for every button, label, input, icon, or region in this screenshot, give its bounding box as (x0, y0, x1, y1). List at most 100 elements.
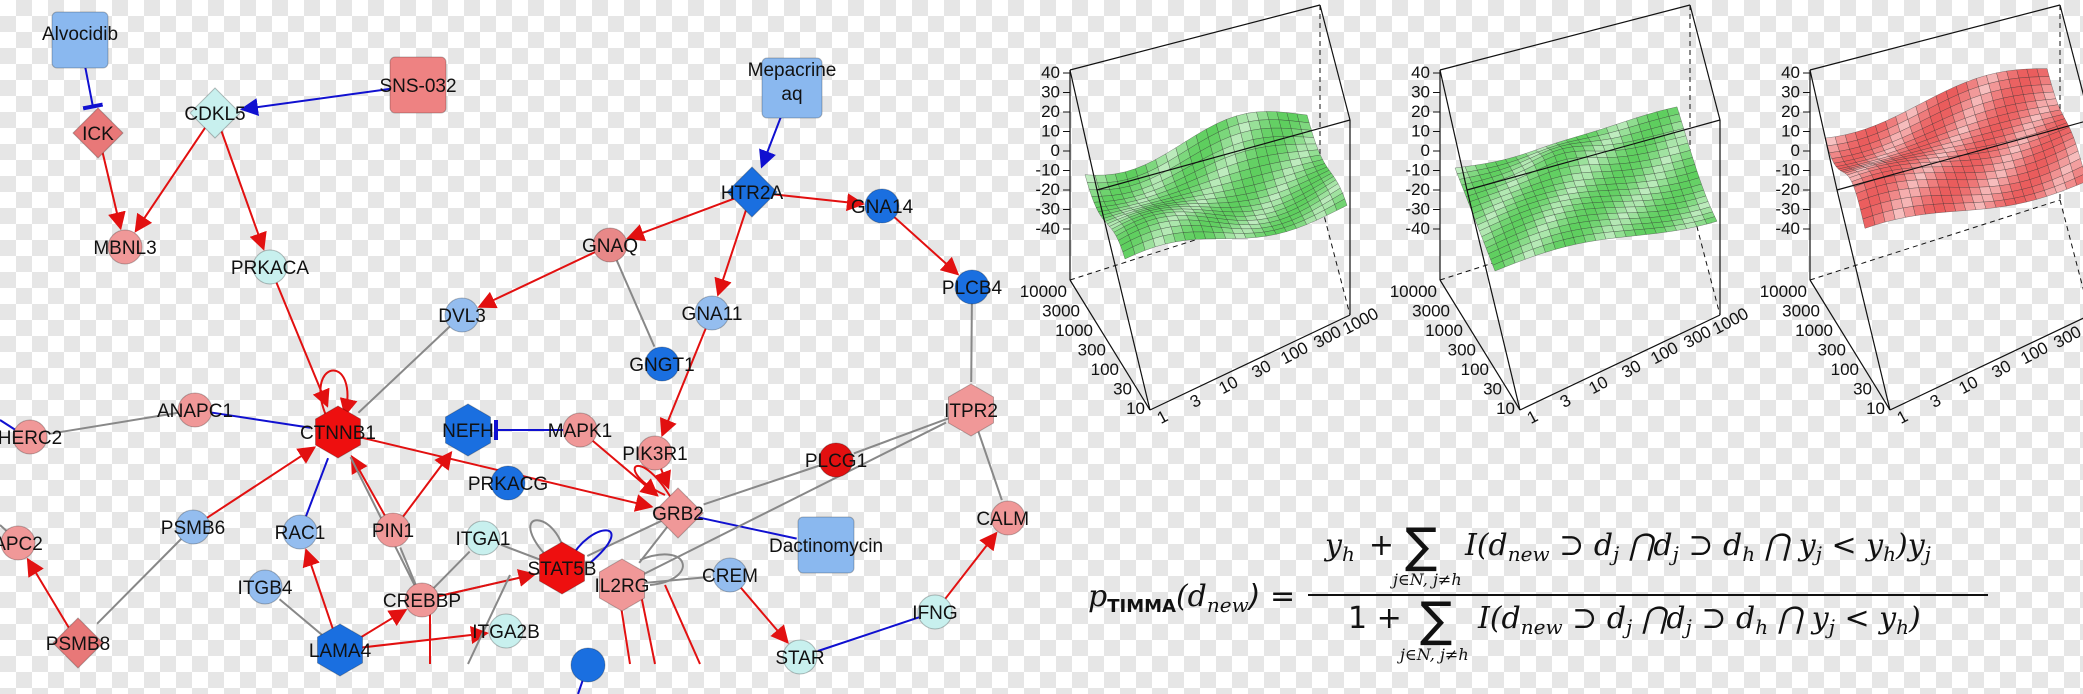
svg-text:∑: ∑ (1420, 592, 1452, 648)
node-itga2b[interactable]: ITGA2B (472, 613, 540, 649)
node-htr2a[interactable]: HTR2A (721, 166, 784, 218)
formula-denominator: 1 + ∑ j∈N, j≠h I(dnew ⊃ dj ⋂dj ⊃ dh ⋂ yj… (1348, 592, 1921, 664)
node-il2rg[interactable]: IL2RG (595, 558, 650, 612)
surface-cell (1204, 213, 1218, 219)
surface-cell (1564, 151, 1578, 160)
surface-cell (1521, 160, 1535, 171)
surface-cell (2052, 114, 2066, 123)
surface-cell (1921, 166, 1935, 174)
surface-cell (1149, 173, 1163, 186)
surface-cell (1535, 192, 1549, 202)
surface-cell (1327, 183, 1341, 195)
node-calm3[interactable]: CALM3 (976, 500, 1030, 536)
surface-cell (1141, 212, 1155, 219)
surface-cell (1230, 206, 1244, 213)
x-tick-label: 3 (1187, 391, 1204, 412)
surface-cell (1219, 174, 1233, 186)
node-ctnnb1[interactable]: CTNNB1 (300, 405, 376, 459)
node-plcg1[interactable]: PLCG1 (805, 442, 867, 478)
surface-cell (1294, 169, 1308, 180)
surface-cell (1880, 200, 1894, 213)
surface-cell (1190, 150, 1203, 166)
node-itga1[interactable]: ITGA1 (456, 520, 511, 556)
surface-cell (1196, 215, 1210, 222)
x-tick-label: 1 (1894, 407, 1911, 428)
node-stat5b[interactable]: STAT5B (528, 541, 597, 595)
surface-cell (1302, 161, 1316, 171)
z-tick-label: -10 (1405, 161, 1430, 180)
node-mbnl3[interactable]: MBNL3 (93, 229, 157, 265)
surface-cell (2020, 147, 2034, 159)
node-ifng[interactable]: IFNG (912, 594, 958, 630)
surface-cell (1296, 113, 1310, 124)
node-star[interactable]: STAR (775, 639, 825, 675)
node-shape-htr2a (726, 166, 778, 218)
node-mapk1[interactable]: MAPK1 (548, 412, 612, 448)
surface-plot-2: 403020100-10-20-30-401000030001000300100… (1390, 4, 1752, 428)
surface-cell (1571, 172, 1585, 182)
node-plcb4[interactable]: PLCB4 (942, 269, 1003, 305)
node-itpr2[interactable]: ITPR2 (944, 383, 998, 437)
node-gna14[interactable]: GNA14 (851, 188, 914, 224)
surface-cell (1548, 168, 1562, 180)
node-ick[interactable]: ICK (72, 107, 124, 159)
surface-cell (1468, 198, 1481, 209)
surface-cell (2001, 126, 2015, 136)
surface-cell (2016, 68, 2030, 79)
surface-cell (1148, 222, 1162, 233)
node-alvocidib[interactable]: Alvocidib (42, 11, 118, 69)
surface-cell (1976, 179, 1990, 188)
surface-cell (1281, 219, 1295, 228)
surface-cell (1603, 177, 1617, 185)
surface-cell (1230, 132, 1244, 146)
node-anapc1[interactable]: ANAPC1 (157, 392, 233, 428)
node-prkaca[interactable]: PRKACA (231, 249, 309, 285)
surface-cell (1971, 194, 1985, 203)
node-lama4[interactable]: LAMA4 (309, 623, 372, 677)
surface-cell (1249, 166, 1263, 178)
node-crebbp[interactable]: CREBBP (383, 582, 461, 618)
surface-cell (2010, 86, 2024, 97)
node-apc2[interactable]: APC2 (0, 525, 43, 561)
surface-cell (1492, 201, 1506, 212)
node-herc2[interactable]: HERC2 (0, 419, 62, 455)
node-gnaq[interactable]: GNAQ (582, 227, 638, 263)
edge-il2rg-crem (637, 575, 712, 585)
surface-cell (1259, 222, 1273, 229)
surface-cell (1545, 142, 1559, 149)
surface-cell (1151, 210, 1165, 216)
node-gna11[interactable]: GNA11 (682, 295, 743, 331)
edge-plcb4-itpr2 (970, 297, 973, 383)
surface-cell (1239, 224, 1253, 230)
node-pin1[interactable]: PIN1 (372, 512, 414, 548)
node-prkacg[interactable]: PRKACG (468, 465, 548, 501)
surface-cell (1699, 206, 1713, 216)
node-grb2[interactable]: GRB2 (652, 487, 704, 539)
surface-cell (1664, 169, 1678, 179)
surface-cell (1514, 169, 1527, 180)
surface-cell (1521, 214, 1535, 225)
node-unnamed[interactable] (570, 647, 606, 683)
surface-cell (1561, 173, 1575, 184)
node-gngt1[interactable]: GNGT1 (629, 346, 695, 382)
surface-cell (1224, 215, 1238, 221)
node-psmb6[interactable]: PSMB6 (161, 509, 225, 545)
node-itgb4[interactable]: ITGB4 (238, 569, 293, 605)
surface-cell (1479, 172, 1493, 181)
node-cdkl5[interactable]: CDKL5 (184, 87, 246, 139)
surface-cell (2027, 168, 2041, 180)
node-crem[interactable]: CREM (702, 557, 758, 593)
surface-cell (1594, 150, 1608, 158)
surface-cell (1297, 150, 1311, 159)
surface-cell (1304, 214, 1318, 225)
node-nefh[interactable]: NEFH (442, 403, 494, 457)
x-tick-label: 1000 (1709, 304, 1751, 339)
edge-ifng-star (817, 614, 926, 652)
node-pik3r1[interactable]: PIK3R1 (622, 435, 688, 471)
node-sns032[interactable]: SNS-032 (379, 56, 457, 114)
node-rac1[interactable]: RAC1 (275, 514, 326, 550)
node-dvl3[interactable]: DVL3 (438, 297, 486, 333)
node-psmb8[interactable]: PSMB8 (46, 617, 110, 669)
node-dactinomycin[interactable]: Dactinomycin (769, 516, 883, 574)
